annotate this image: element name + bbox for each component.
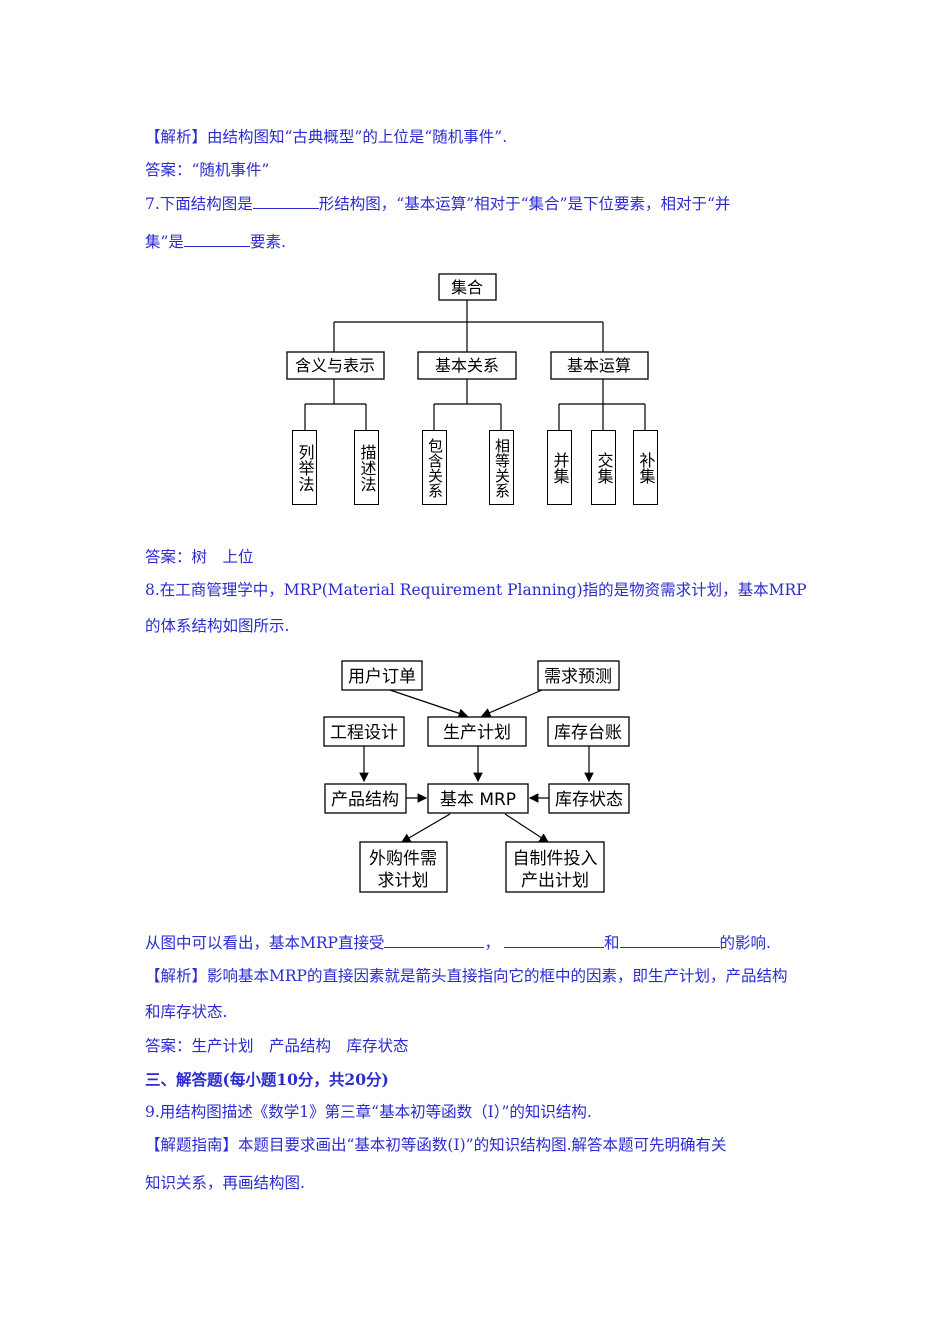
- q7-text-b: 形结构图，“基本运算”相对于“集合”是下位要素，相对于“并: [318, 195, 731, 213]
- question-8-line-2: 的体系结构如图所示.: [145, 617, 290, 635]
- mrp-inventory-ledger: 库存台账: [554, 723, 622, 743]
- leaf-label: 包含关系: [426, 437, 444, 498]
- set-tree-diagram: 集合 含义与表示 基本关系 基本运算: [286, 273, 649, 430]
- root-label: 集合: [451, 278, 483, 297]
- tree-node-relation: 基本关系: [417, 351, 517, 380]
- mrp-user-order: 用户订单: [348, 667, 416, 687]
- q8-text-a: 从图中可以看出，基本MRP直接受: [145, 934, 385, 952]
- q8-text-c: 和: [604, 934, 620, 952]
- question-7-line-2: 集”是 要素.: [145, 232, 286, 252]
- tree-leaf-complement: 补集: [633, 430, 658, 505]
- guide-line-1: 【解题指南】本题目要求画出“基本初等函数(Ⅰ)”的知识结构图.解答本题可先明确有…: [145, 1136, 727, 1154]
- answer-blank: [384, 933, 485, 948]
- tree-leaf-union: 并集: [547, 430, 572, 505]
- tree-node-meaning: 含义与表示: [286, 351, 385, 380]
- q8-text-b: ，: [484, 934, 500, 952]
- q7-text-a: 7.下面结构图是: [145, 195, 253, 213]
- tree-leaf-inclusion: 包含关系: [422, 430, 447, 505]
- mrp-inventory-status: 库存状态: [555, 790, 623, 810]
- question-8-line-3: 从图中可以看出，基本MRP直接受 ， 和 的影响.: [145, 933, 771, 953]
- answer-blank: [619, 933, 720, 948]
- leaf-label: 补集: [636, 451, 656, 484]
- tree-node-root: 集合: [438, 273, 497, 301]
- mrp-selfmade-line2: 产出计划: [521, 871, 589, 891]
- question-9-line: 9.用结构图描述《数学1》第三章“基本初等函数（Ⅰ）”的知识结构.: [145, 1103, 592, 1121]
- analysis-line-2: 【解析】影响基本MRP的直接因素就是箭头直接指向它的框中的因素，即生产计划，产品…: [145, 967, 788, 985]
- leaf-label: 描述法: [357, 443, 377, 492]
- mrp-basic-mrp: 基本 MRP: [440, 790, 516, 810]
- leaf-label: 交集: [594, 451, 614, 484]
- mrp-purchase-line2: 求计划: [378, 871, 429, 891]
- mrp-product-structure: 产品结构: [331, 790, 399, 810]
- question-7-line-1: 7.下面结构图是 形结构图，“基本运算”相对于“集合”是下位要素，相对于“并: [145, 194, 730, 214]
- question-8-line-1: 8.在工商管理学中，MRP(Material Requirement Plann…: [145, 581, 807, 599]
- q7-text-d: 要素.: [249, 233, 286, 251]
- tree-leaf-enumeration: 列举法: [292, 430, 317, 505]
- q7-text-c: 集”是: [145, 233, 184, 251]
- level2-label: 基本关系: [435, 356, 499, 375]
- mrp-selfmade-line1: 自制件投入: [513, 849, 598, 869]
- mrp-purchase-line1: 外购件需: [369, 849, 437, 869]
- tree-node-operation: 基本运算: [550, 351, 649, 380]
- tree-leaf-description: 描述法: [354, 430, 379, 505]
- answer-line-2: 答案：树 上位: [145, 548, 254, 566]
- guide-line-2: 知识关系，再画结构图.: [145, 1174, 305, 1192]
- level2-label: 含义与表示: [295, 356, 375, 375]
- analysis-line-1: 【解析】由结构图知“古典概型”的上位是“随机事件”.: [145, 128, 508, 146]
- leaf-label: 列举法: [295, 443, 315, 492]
- mrp-engineering-design: 工程设计: [330, 723, 398, 743]
- leaf-label: 相等关系: [493, 437, 511, 498]
- answer-line-1: 答案：“随机事件”: [145, 161, 270, 179]
- answer-line-3: 答案：生产计划 产品结构 库存状态: [145, 1037, 409, 1055]
- analysis-line-3: 和库存状态.: [145, 1003, 228, 1021]
- q8-text-d: 的影响.: [719, 934, 771, 952]
- section-heading: 三、解答题(每小题10分，共20分): [145, 1070, 389, 1089]
- mrp-demand-forecast: 需求预测: [544, 667, 612, 687]
- level2-label: 基本运算: [567, 356, 631, 375]
- leaf-label: 并集: [550, 451, 570, 484]
- answer-blank: [252, 194, 319, 209]
- tree-leaf-equality: 相等关系: [489, 430, 514, 505]
- mrp-diagram: 用户订单 需求预测 工程设计 生产计划 库存台账 产品结构 基本 MRP 库存状…: [323, 660, 630, 893]
- answer-blank: [504, 933, 604, 948]
- answer-blank: [183, 232, 250, 247]
- mrp-production-plan: 生产计划: [443, 723, 511, 743]
- tree-leaf-intersection: 交集: [591, 430, 616, 505]
